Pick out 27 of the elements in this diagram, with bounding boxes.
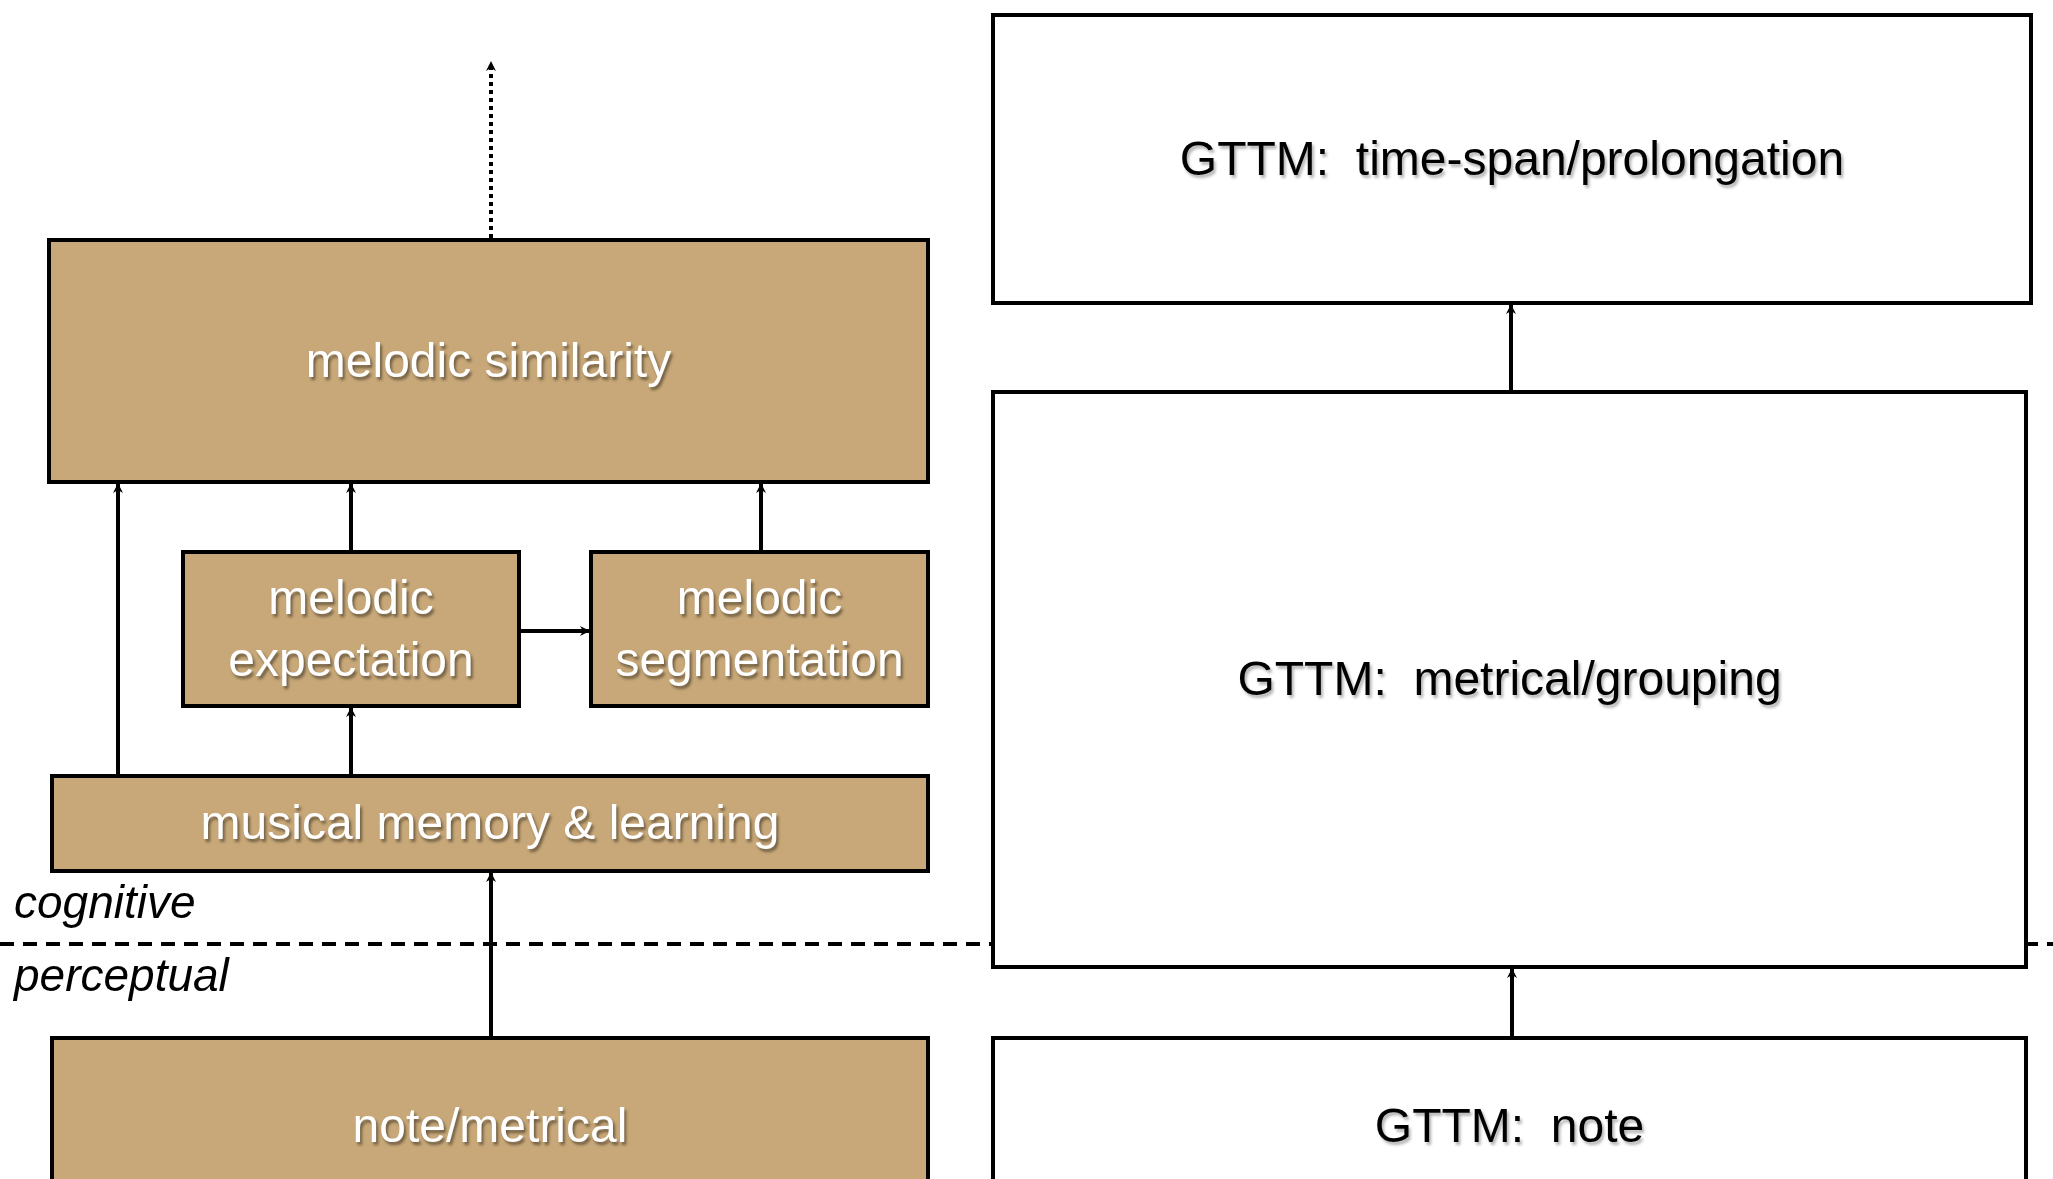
process-box [50, 1036, 930, 1179]
arrow [1507, 968, 1517, 1036]
arrow [486, 872, 496, 1036]
layer-label: perceptual [14, 948, 229, 1002]
arrow [756, 483, 766, 550]
arrow [346, 483, 356, 550]
box-label: melodic expectation [227, 569, 475, 688]
process-box [181, 550, 521, 708]
process-box [991, 13, 2033, 305]
process-box [589, 550, 930, 708]
box-label: melodic segmentation [614, 569, 905, 688]
process-box [50, 774, 930, 873]
box-label: GTTM: metrical/grouping [1237, 651, 1782, 708]
arrow [521, 626, 590, 636]
arrow [1506, 304, 1516, 390]
box-label: melodic similarity [305, 332, 672, 389]
arrow [486, 61, 496, 238]
arrow [346, 707, 356, 774]
arrow [113, 483, 123, 774]
process-box [47, 238, 930, 484]
layer-label: cognitive [14, 875, 196, 929]
box-label: note/metrical [352, 1097, 628, 1154]
process-box [991, 390, 2028, 969]
box-label: musical memory & learning [200, 795, 780, 852]
process-box [991, 1036, 2028, 1179]
box-label: GTTM: note [1374, 1097, 1645, 1154]
box-label: GTTM: time-span/prolongation [1179, 130, 1845, 187]
